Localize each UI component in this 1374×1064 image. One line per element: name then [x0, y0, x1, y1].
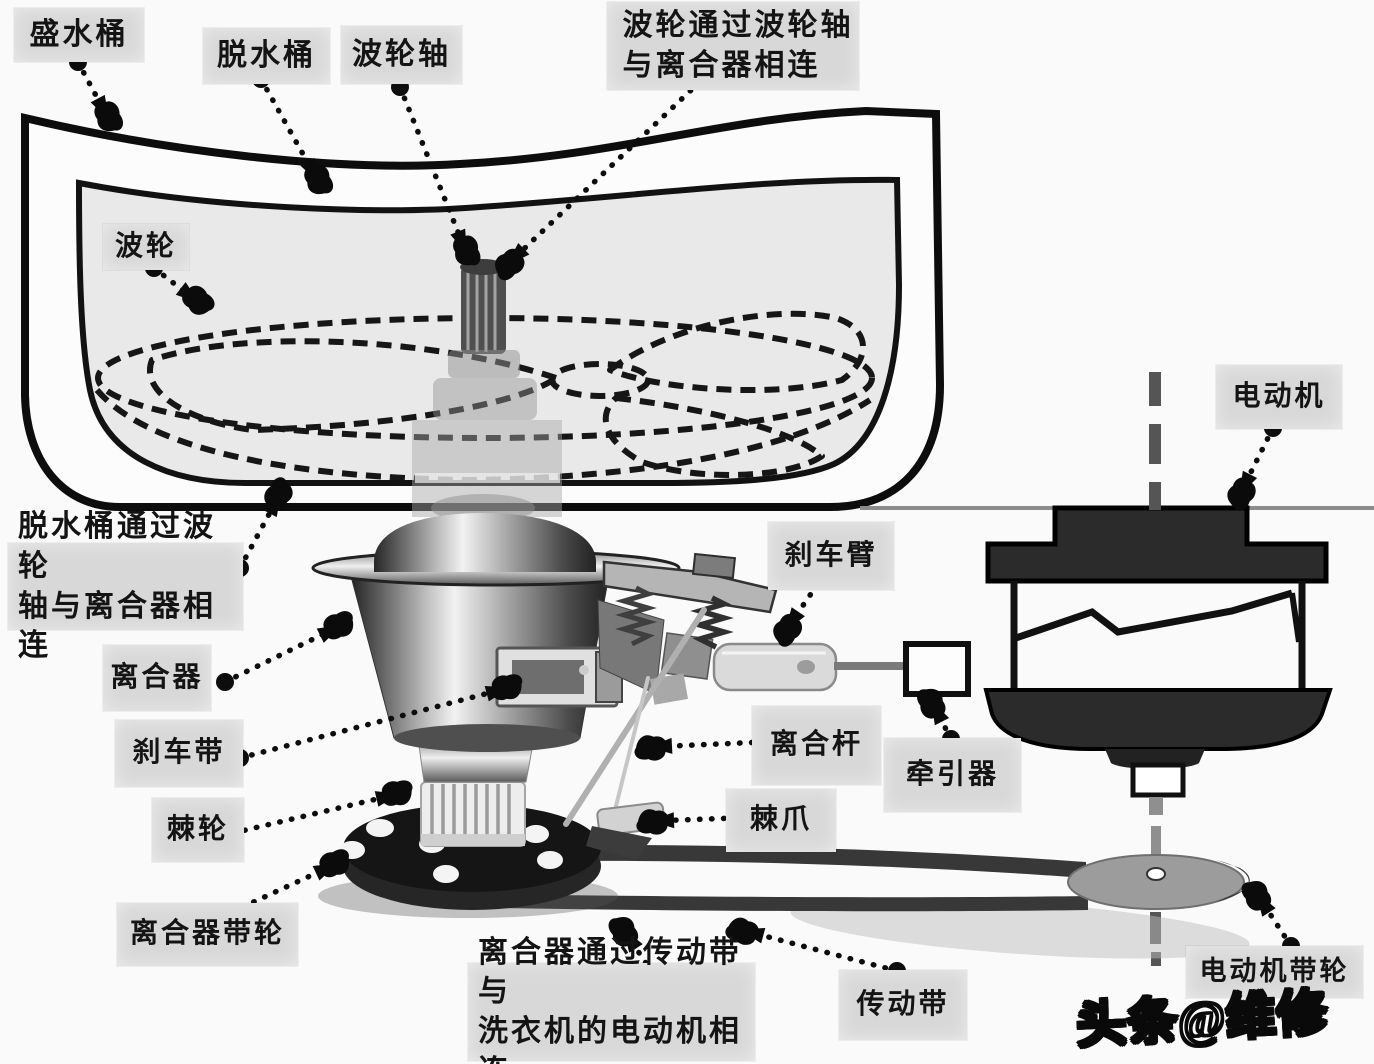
label-brake-arm-text: 刹车臂 [784, 539, 878, 571]
label-water-tub-text: 盛水桶 [29, 18, 129, 52]
label-clutch-pulley: 离合器带轮 [117, 903, 298, 966]
label-motor: 电动机 [1216, 365, 1342, 429]
label-ratchet-wheel: 棘轮 [152, 798, 244, 862]
label-pulsator-shaft: 波轮轴 [341, 26, 462, 84]
label-brake-arm: 刹车臂 [768, 522, 894, 590]
label-clutch-lever-text: 离合杆 [769, 729, 863, 761]
label-belt: 传动带 [839, 970, 967, 1040]
label-pulsator: 波轮 [103, 224, 189, 270]
label-spin-tub-note: 脱水桶通过波轮 轴与离合器相连 [8, 510, 243, 662]
clutch-dome-art [374, 494, 596, 572]
watermark: 头条@维修人家 [1074, 983, 1331, 1064]
leader-water-tub [69, 53, 128, 138]
motor-pulley-art [1067, 854, 1250, 910]
label-motor-pulley-text: 电动机带轮 [1199, 956, 1350, 987]
clutch-pulley-art [318, 804, 618, 918]
label-brake-band-text: 刹车带 [132, 737, 226, 769]
pulsator-shaft-art [412, 259, 562, 517]
label-spin-tub-text: 脱水桶 [217, 39, 316, 73]
leader-motor [1222, 419, 1282, 515]
label-clutch-text: 离合器 [110, 661, 204, 693]
label-pulsator-text: 波轮 [114, 230, 177, 262]
label-belt-note-text: 离合器通过传动带与 洗衣机的电动机相连 [478, 935, 742, 1064]
label-pawl: 棘爪 [726, 789, 836, 852]
ratchet-gear-art [420, 781, 526, 847]
label-tractor-text: 牵引器 [905, 758, 999, 790]
label-motor-text: 电动机 [1232, 380, 1326, 412]
label-belt-text: 传动带 [856, 988, 950, 1020]
label-pulsator-shaft-note: 波轮通过波轮轴 与离合器相连 [607, 2, 859, 90]
tractor-box-art [903, 641, 971, 697]
label-motor-pulley: 电动机带轮 [1186, 946, 1363, 998]
label-pulsator-shaft-note-text: 波轮通过波轮轴 与离合器相连 [622, 9, 854, 82]
label-spin-tub-note-text: 脱水桶通过波轮 轴与离合器相连 [18, 510, 216, 663]
label-spin-tub: 脱水桶 [203, 28, 330, 84]
label-pulsator-shaft-text: 波轮轴 [352, 38, 451, 72]
pulley-shadow [790, 897, 1250, 959]
label-clutch-lever: 离合杆 [752, 706, 881, 785]
label-belt-note: 离合器通过传动带与 洗衣机的电动机相连 [468, 936, 755, 1064]
label-ratchet-wheel-text: 棘轮 [166, 813, 229, 845]
label-clutch-pulley-text: 离合器带轮 [129, 918, 285, 950]
leader-clutch [216, 606, 360, 691]
brake-band-art [495, 646, 623, 708]
label-water-tub: 盛水桶 [14, 8, 144, 62]
label-clutch: 离合器 [103, 645, 211, 711]
drive-belt-art [440, 844, 1088, 912]
label-brake-band: 刹车带 [115, 720, 243, 787]
clutch-lever-art [563, 607, 707, 827]
label-pawl-text: 棘爪 [749, 804, 812, 836]
motor-art [983, 505, 1333, 876]
label-tractor: 牵引器 [884, 738, 1021, 812]
